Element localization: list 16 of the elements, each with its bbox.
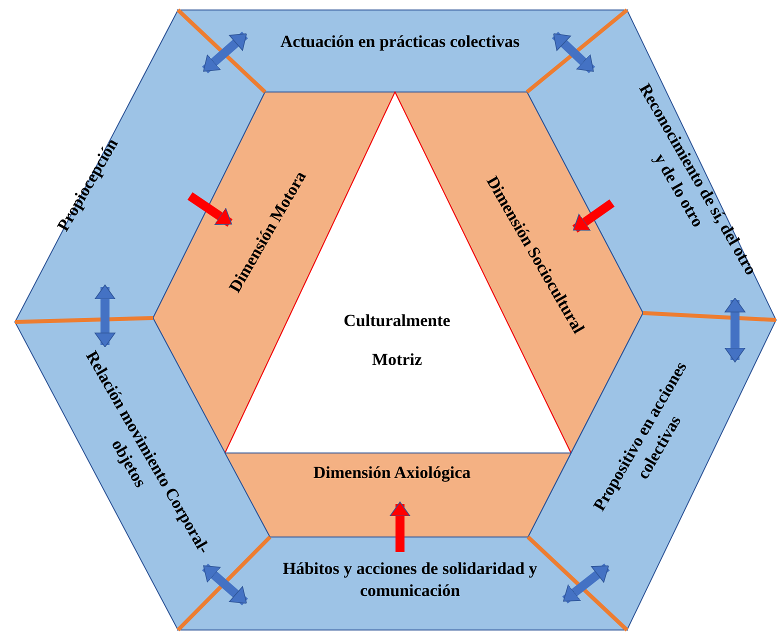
outer-band-segment bbox=[15, 318, 270, 630]
arrow bbox=[94, 284, 116, 348]
arrow bbox=[562, 563, 610, 604]
inner-band-segment bbox=[225, 453, 571, 537]
arrow bbox=[202, 564, 248, 606]
arrow bbox=[202, 32, 248, 74]
arrow bbox=[390, 502, 410, 552]
arrow bbox=[187, 192, 233, 227]
segment-label: Culturalmente Motriz bbox=[342, 310, 452, 371]
segment-label: Dimensión Axiológica bbox=[312, 462, 472, 484]
outer-band-segment bbox=[178, 10, 627, 92]
segment-label: Hábitos y acciones de solidaridad y comunicación bbox=[282, 558, 538, 602]
arrow bbox=[572, 199, 615, 233]
segment-label: Actuación en prácticas colectivas bbox=[279, 30, 521, 53]
arrow bbox=[724, 298, 746, 362]
arrow bbox=[552, 32, 596, 74]
